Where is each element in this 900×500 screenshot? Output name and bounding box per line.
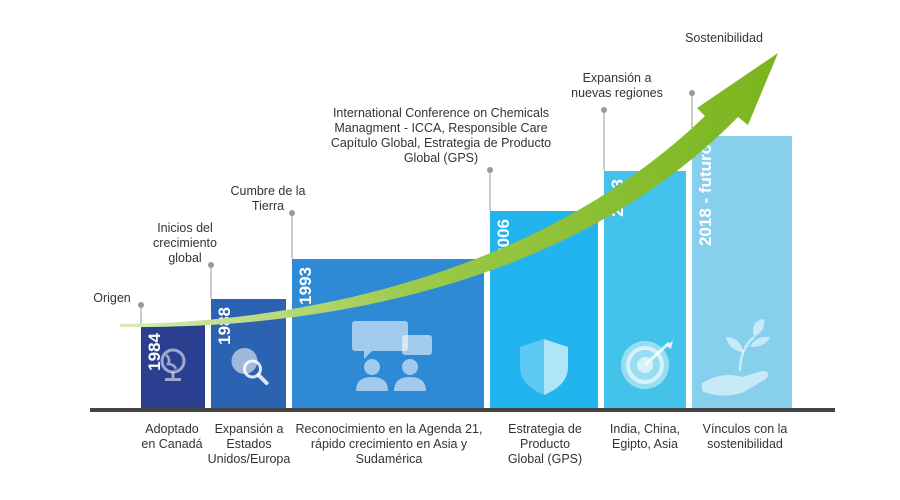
leader-dot-2 [208,262,214,268]
milestone-desc-5: India, China,Egipto, Asia [610,422,680,451]
growth-arrow [120,53,778,328]
milestone-desc-3: Reconocimiento en la Agenda 21,rápido cr… [296,422,483,466]
globe-icon [160,348,186,381]
leader-dot-3 [289,210,295,216]
milestone-year-6: 2018 - futuro [696,144,715,246]
people-talking-icon [352,321,432,391]
leader-dot-1 [138,302,144,308]
milestone-year-2: 1988 [215,307,234,345]
plant-hand-icon [702,319,770,396]
shield-icon [520,339,568,395]
leader-dot-4 [487,167,493,173]
milestone-year-3: 1993 [296,267,315,305]
target-icon [621,341,673,389]
milestone-year-1: 1984 [145,332,164,370]
milestone-event-6: Sostenibilidad [685,31,763,45]
growth-arrow-body [120,53,778,328]
milestone-event-1: Origen [93,291,131,305]
milestone-bar-6 [692,136,792,408]
leader-dot-5 [601,107,607,113]
magnifier-globe-icon [231,348,269,385]
leader-dot-6 [689,90,695,96]
